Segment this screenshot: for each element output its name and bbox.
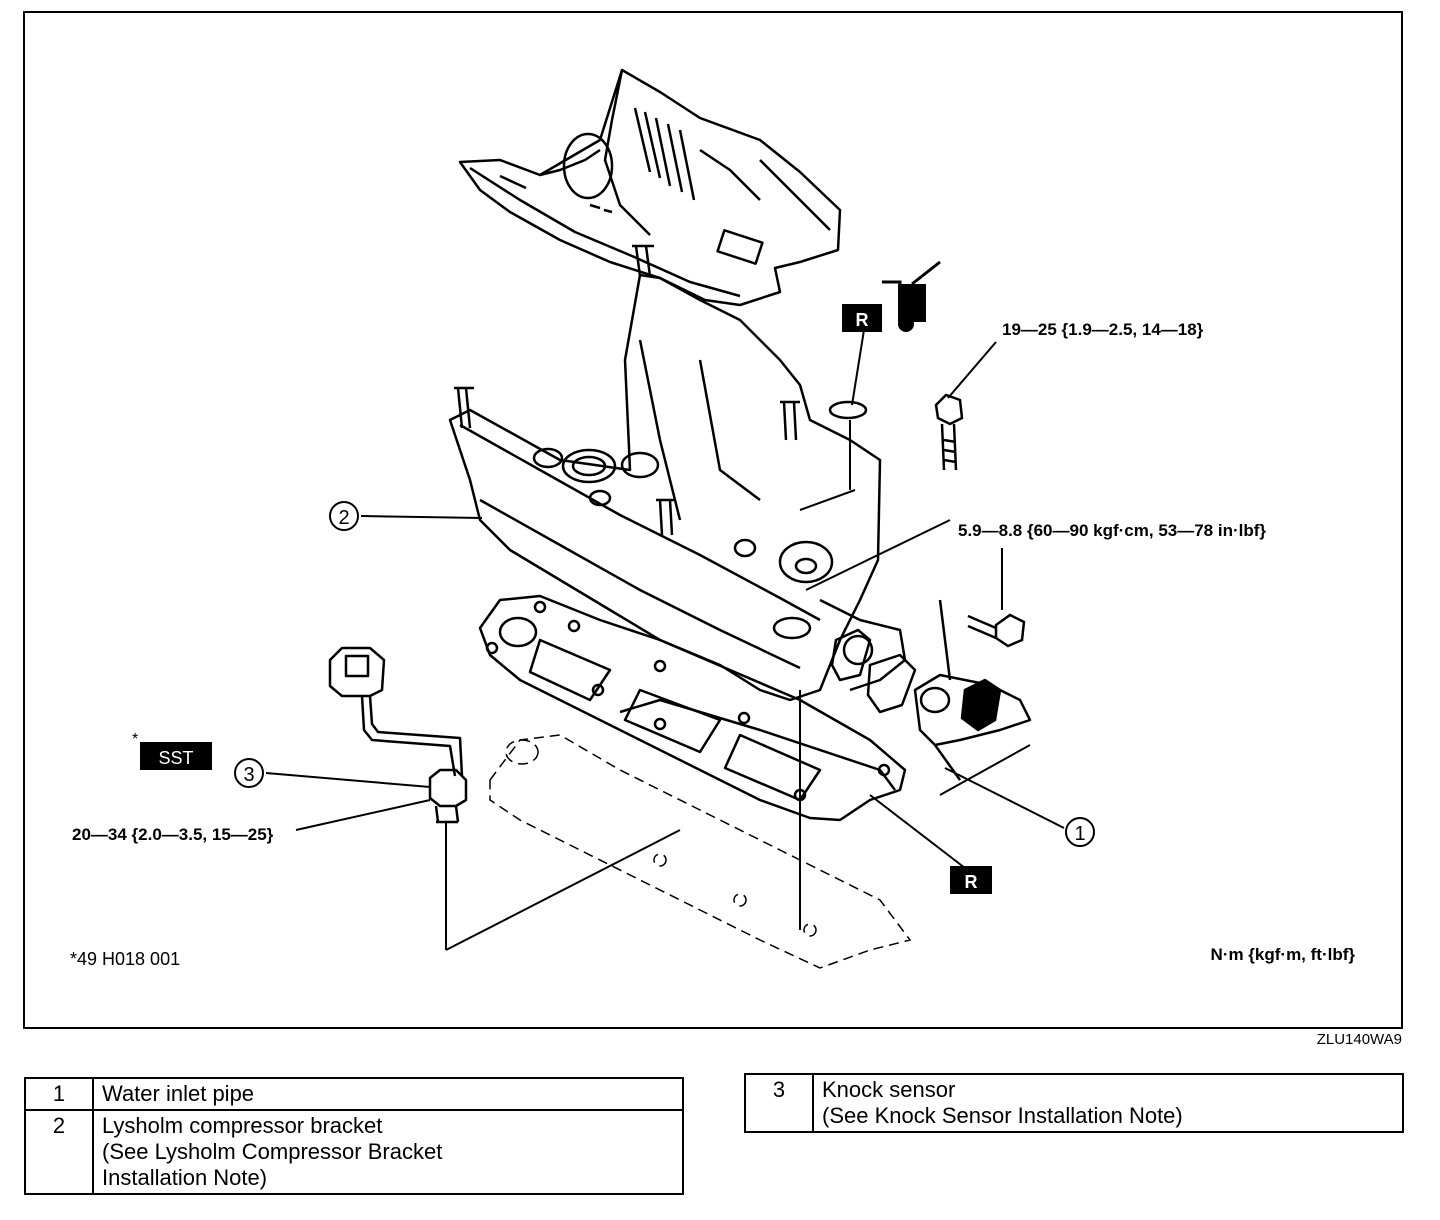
gasket-drawings: [478, 594, 917, 822]
legend-description: Knock sensor (See Knock Sensor Installat…: [812, 1073, 1404, 1133]
svg-text:SST: SST: [158, 748, 193, 768]
svg-text:1: 1: [1074, 823, 1085, 845]
bolt-drawings: [934, 393, 1026, 648]
cylinder-head-outline: [489, 734, 912, 969]
sst-badge: * SST: [132, 731, 212, 770]
knock-sensor-drawing: [328, 646, 468, 824]
leader-lines: [265, 329, 1065, 951]
torque-spec-bolt-top: 19—25 {1.9—2.5, 14—18}: [1002, 320, 1204, 339]
diagram-frame: [23, 11, 1403, 1029]
svg-text:R: R: [965, 872, 978, 892]
torque-spec-bolt-mid: 5.9—8.8 {60—90 kgf·cm, 53—78 in·lbf}: [958, 521, 1266, 540]
legend-row: 2 Lysholm compressor bracket (See Lyshol…: [24, 1109, 684, 1195]
torque-spec-knock-sensor: 20—34 {2.0—3.5, 15—25}: [72, 825, 274, 844]
water-inlet-pipe-drawing: [913, 599, 1032, 781]
callout-2: 2: [329, 501, 359, 531]
legend-row: 1 Water inlet pipe: [24, 1077, 684, 1111]
callout-3: 3: [234, 758, 264, 788]
sealant-icon: [882, 260, 941, 332]
legend-description: Lysholm compressor bracket (See Lysholm …: [92, 1109, 684, 1195]
legend-number: 1: [24, 1077, 94, 1111]
legend-number: 2: [24, 1109, 94, 1195]
legend-description: Water inlet pipe: [92, 1077, 684, 1111]
replace-badge-bottom: R: [950, 866, 992, 894]
figure-code: ZLU140WA9: [1317, 1031, 1402, 1048]
compressor-bracket-drawing: [448, 244, 907, 702]
legend-table-left: 1 Water inlet pipe 2 Lysholm compressor …: [24, 1077, 684, 1195]
replace-badge-top: R: [842, 304, 882, 332]
heat-shield-drawing: [458, 68, 842, 307]
units-note: N·m {kgf·m, ft·lbf}: [1211, 945, 1356, 964]
tool-number-note: *49 H018 001: [70, 949, 180, 969]
legend-number: 3: [744, 1073, 814, 1133]
o-ring-drawing: [828, 400, 868, 420]
svg-text:R: R: [856, 310, 869, 330]
legend-row: 3 Knock sensor (See Knock Sensor Install…: [744, 1073, 1404, 1133]
svg-text:*: *: [132, 731, 138, 748]
exploded-parts-diagram: 1 2 3 R R * SST 19—25 {1.9—2.5, 14—18} 5…: [23, 11, 1403, 1048]
svg-text:3: 3: [243, 764, 254, 786]
callout-1: 1: [1065, 817, 1095, 847]
svg-text:2: 2: [338, 507, 349, 529]
legend-table-right: 3 Knock sensor (See Knock Sensor Install…: [744, 1073, 1404, 1133]
